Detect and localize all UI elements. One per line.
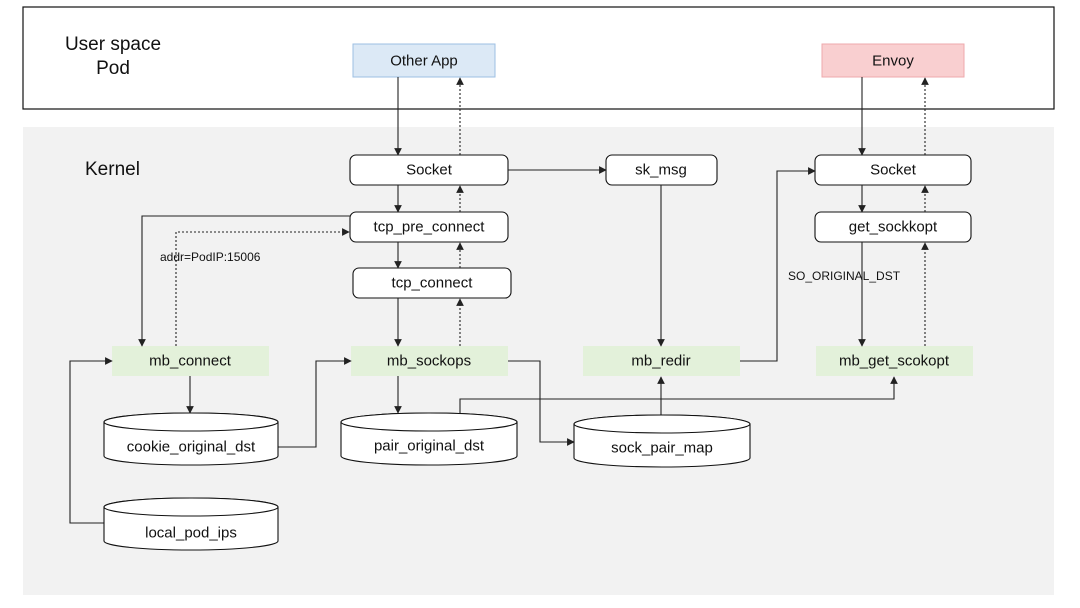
mb-sockops-label: mb_sockops <box>387 353 471 370</box>
sock-pair-map-label: sock_pair_map <box>611 440 713 457</box>
cookie-original-dst-map: cookie_original_dst <box>103 412 279 466</box>
mb-redir-box <box>583 346 740 376</box>
sockops-to-pair-map-arrow <box>508 360 575 446</box>
mb-get-scokopt-label: mb_get_scokopt <box>839 353 950 370</box>
envoy-label: Envoy <box>872 53 914 70</box>
tcp-pre-connect-label: tcp_pre_connect <box>374 219 486 236</box>
pair-original-dst-map: pair_original_dst <box>340 412 518 466</box>
pair-to-get-scokopt-arrow <box>459 376 898 414</box>
cookie-to-sockops-arrow <box>278 357 352 448</box>
sk-msg-label: sk_msg <box>635 162 687 179</box>
kernel-label: Kernel <box>85 159 140 180</box>
socket-right-label: Socket <box>870 162 917 179</box>
mb-sockops-box <box>351 346 508 376</box>
addr-annotation: addr=PodIP:15006 <box>160 250 261 264</box>
mb-connect-label: mb_connect <box>149 353 232 370</box>
get-sockkopt-label: get_sockkopt <box>849 219 938 236</box>
get-sockkopt-box <box>814 211 972 243</box>
local-pod-ips-label: local_pod_ips <box>145 525 237 542</box>
mb-connect-box <box>112 346 269 376</box>
mb-connect-to-pre-connect-arrow <box>175 228 350 346</box>
tcp-connect-label: tcp_connect <box>392 275 474 292</box>
pair-original-dst-label: pair_original_dst <box>374 438 485 455</box>
so-original-dst-annotation: SO_ORIGINAL_DST <box>788 269 901 283</box>
other-app-box <box>352 43 496 78</box>
tcp-pre-connect-box <box>349 211 509 243</box>
cookie-original-dst-label: cookie_original_dst <box>127 439 256 456</box>
pod-label: Pod <box>96 58 130 79</box>
mb-redir-label: mb_redir <box>631 353 690 370</box>
sock-pair-map: sock_pair_map <box>573 414 751 468</box>
mb-get-scokopt-box <box>816 346 973 376</box>
local-ips-to-mb-connect-arrow <box>69 357 113 524</box>
other-app-label: Other App <box>390 53 458 70</box>
redir-to-socket-arrow <box>740 167 816 362</box>
tcp-connect-box <box>352 267 512 299</box>
local-pod-ips-map: local_pod_ips <box>103 497 279 551</box>
user-space-label: User space <box>65 34 161 55</box>
envoy-box <box>821 43 965 78</box>
socket-left-label: Socket <box>406 162 453 179</box>
pre-connect-to-mb-connect-arrow <box>138 215 350 347</box>
